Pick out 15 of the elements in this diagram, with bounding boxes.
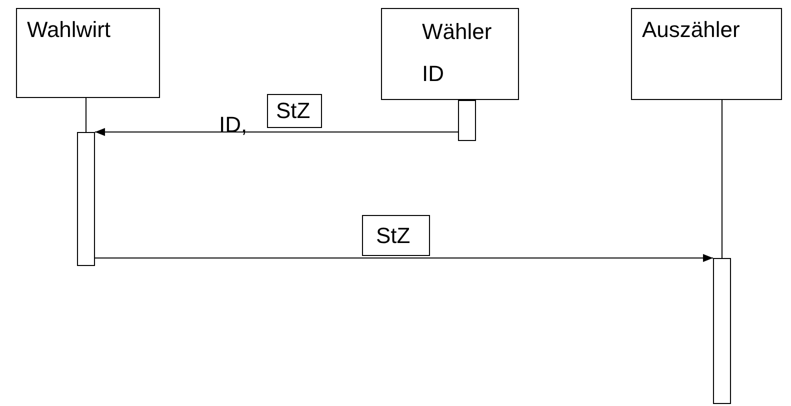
message-box xyxy=(267,94,322,128)
activation-bar xyxy=(713,258,731,404)
message-box xyxy=(362,215,430,256)
lifeline-name: Wahlwirt xyxy=(27,17,111,43)
lifeline-header-box xyxy=(631,8,782,100)
lifeline-name: Auszähler xyxy=(642,17,740,43)
lifeline-header-box xyxy=(381,8,519,100)
message-arrow xyxy=(94,254,714,262)
message-arrow xyxy=(94,128,458,136)
lifeline-name: Wähler ID xyxy=(422,18,493,88)
message-label: StZ xyxy=(376,223,410,249)
message-label: StZ xyxy=(276,98,310,124)
activation-bar xyxy=(77,132,95,266)
activation-bar xyxy=(458,100,476,141)
lifeline-header-box xyxy=(16,8,160,98)
